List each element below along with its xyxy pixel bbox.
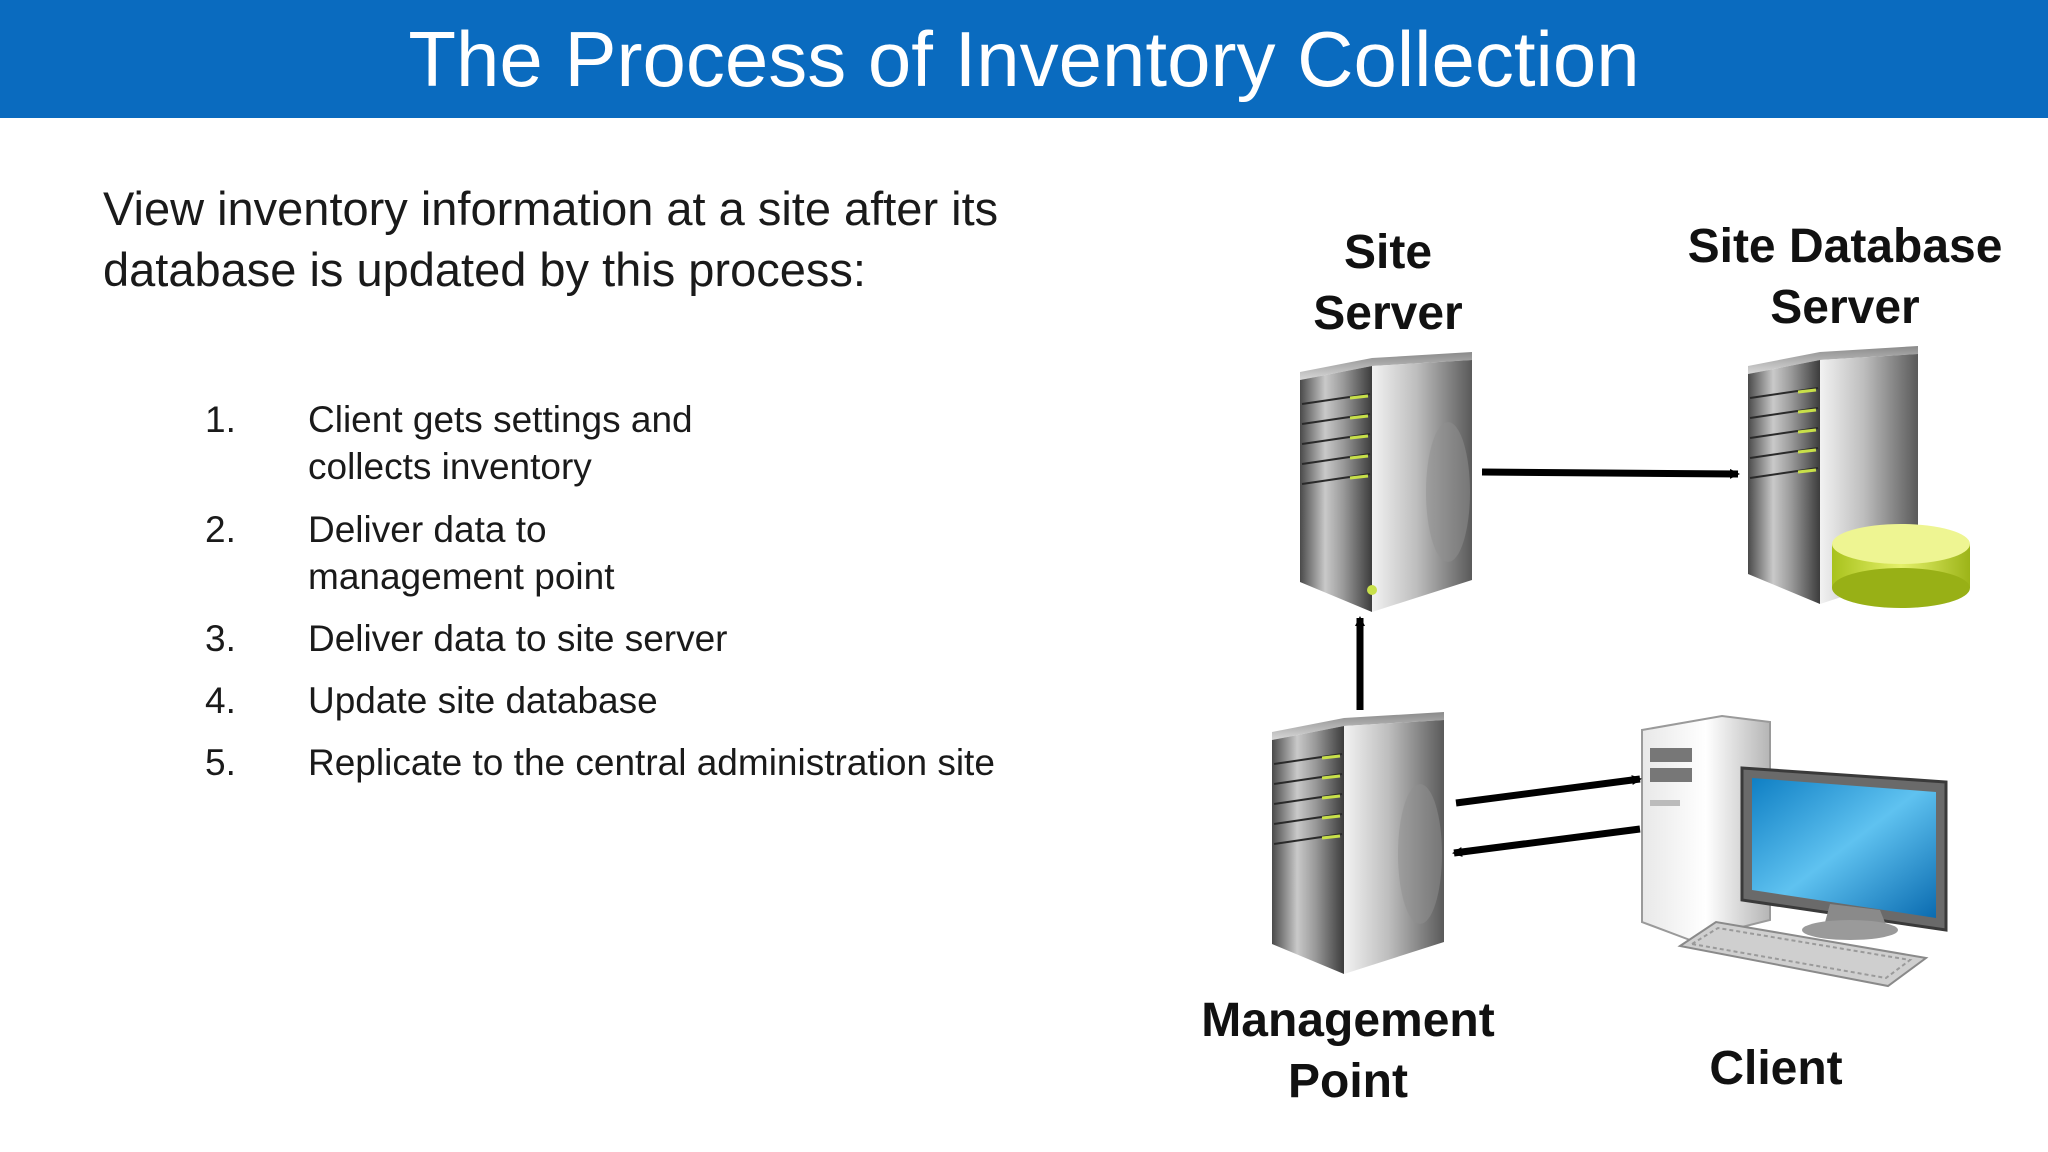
intro-text: View inventory information at a site aft…	[103, 182, 999, 296]
site-database-server-label: Site Database Server	[1687, 220, 2003, 334]
step-text: Client gets settings and collects invent…	[308, 399, 693, 487]
title-bar	[0, 0, 2048, 118]
arrow-client-to-management-point	[1452, 825, 1641, 857]
site-server-label: Site Server	[1313, 226, 1463, 340]
database-disk-icon	[1832, 524, 1970, 608]
step-text: Update site database	[308, 680, 658, 721]
step-text: Deliver data to management point	[308, 509, 615, 597]
step-number: 3.	[205, 618, 236, 659]
site-server-icon	[1300, 352, 1472, 612]
management-point-label: Management Point	[1201, 994, 1495, 1108]
step-number: 2.	[205, 509, 236, 550]
database-server-icon	[1748, 346, 1970, 608]
page-title: The Process of Inventory Collection	[408, 15, 1640, 103]
step-text: Replicate to the central administration …	[308, 742, 995, 783]
step-number: 1.	[205, 399, 236, 440]
step-number: 4.	[205, 680, 236, 721]
client-label: Client	[1709, 1042, 1843, 1095]
step-text: Deliver data to site server	[308, 618, 728, 659]
arrow-management-point-to-client	[1455, 775, 1642, 807]
arrow-site-server-to-database	[1481, 468, 1740, 479]
step-number: 5.	[205, 742, 236, 783]
desktop-computer-icon	[1641, 714, 1948, 988]
management-point-icon	[1272, 712, 1444, 974]
